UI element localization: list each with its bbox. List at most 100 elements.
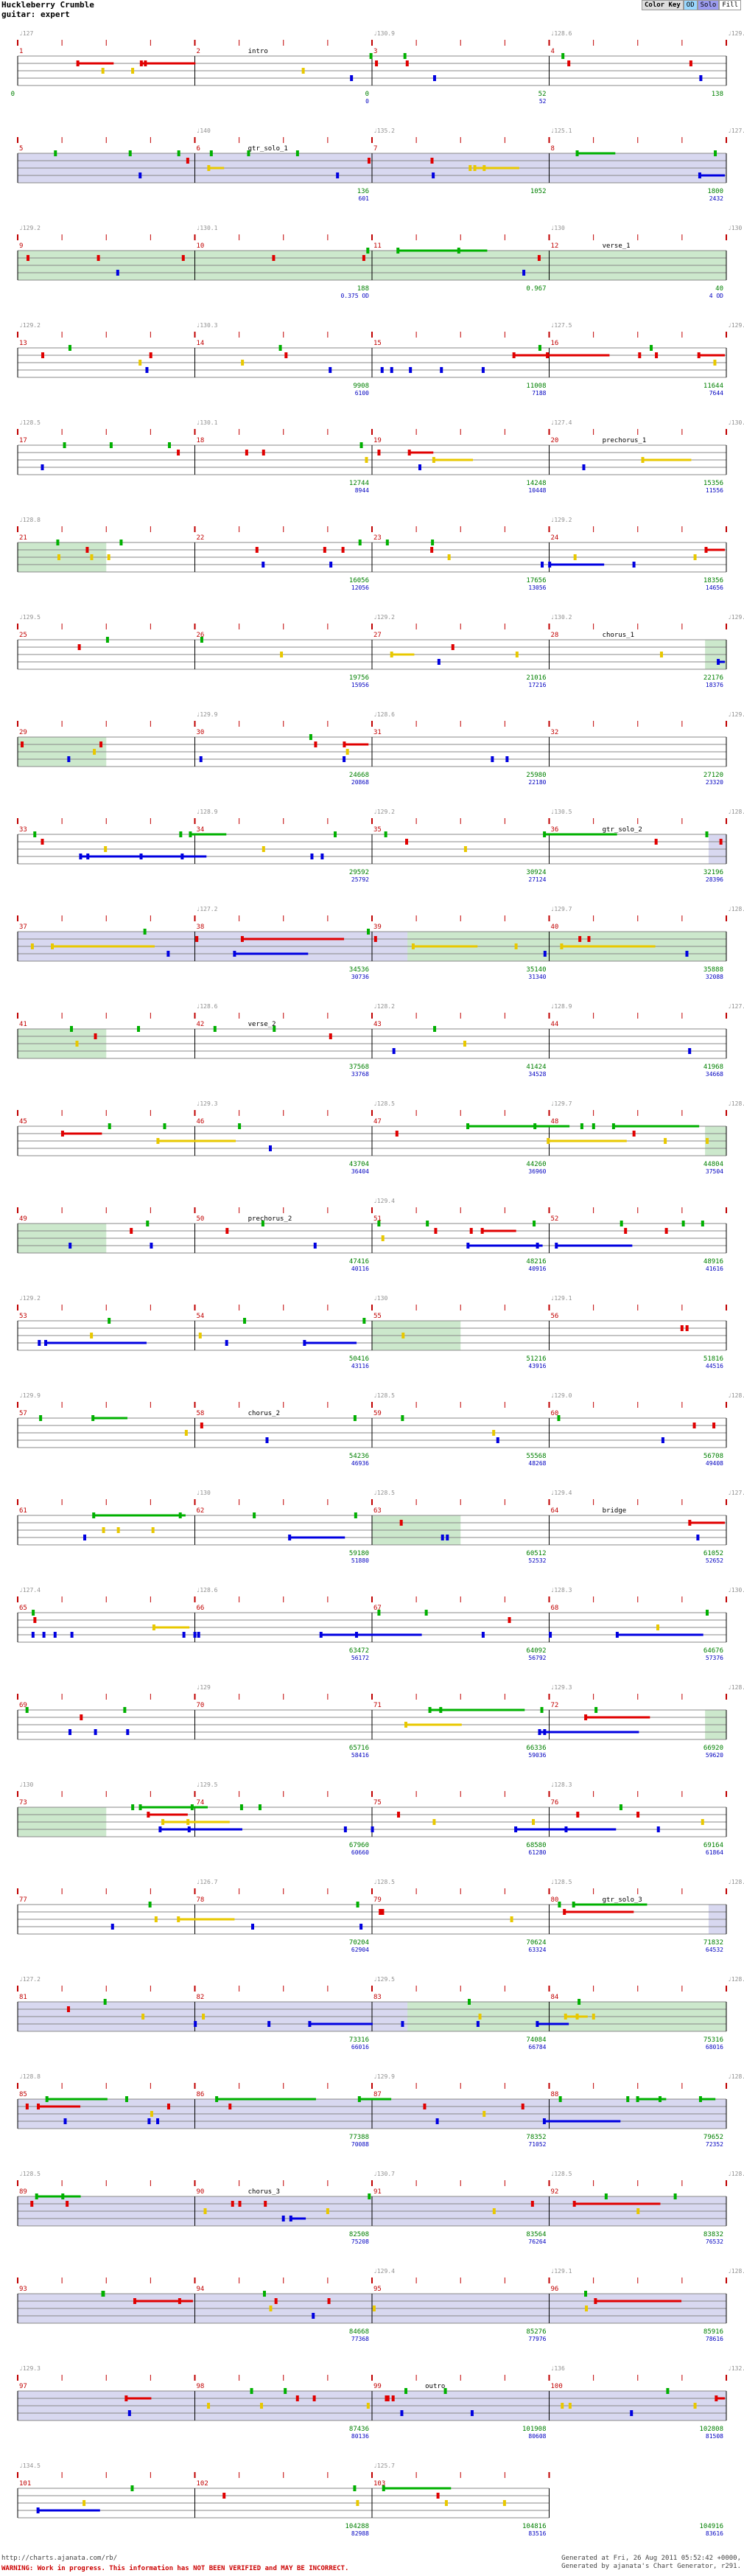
note — [126, 1729, 130, 1735]
note — [650, 345, 653, 351]
note — [329, 562, 333, 568]
measure-number: 65 — [19, 1605, 27, 1612]
score-value: 14248 — [526, 480, 546, 487]
score-value: 16056 — [349, 577, 369, 584]
tempo-marker: ♩140 — [197, 128, 211, 134]
score-value: 67960 — [349, 1842, 369, 1849]
tempo-marker: ♩129.5 — [197, 1781, 218, 1788]
note — [69, 1243, 72, 1249]
tempo-marker: ♩130.1 — [197, 225, 218, 231]
sub-score: 82988 — [351, 2530, 369, 2537]
note — [543, 951, 547, 957]
note — [508, 1617, 511, 1623]
tempo-marker: ♩130 — [197, 1490, 211, 1496]
sub-score: 33768 — [351, 1071, 369, 1078]
tempo-marker: ♩128.9 — [551, 1003, 572, 1010]
measure-number: 52 — [551, 1215, 559, 1223]
tempo-marker: ♩129.7 — [551, 1100, 572, 1107]
note — [689, 60, 692, 66]
note — [124, 2096, 128, 2102]
tempo-marker: ♩129.2 — [19, 225, 41, 231]
score-value: 34536 — [349, 966, 369, 974]
measure-number: 18 — [197, 437, 205, 444]
measure-number: 91 — [373, 2188, 382, 2196]
note — [666, 2388, 670, 2394]
note — [278, 345, 282, 351]
note — [107, 554, 110, 560]
measure-number: 62 — [197, 1507, 205, 1515]
score-value: 54236 — [349, 1453, 369, 1460]
note — [39, 1415, 43, 1421]
tempo-marker: ♩130.1 — [728, 419, 744, 426]
score-value: 51216 — [526, 1355, 546, 1363]
note — [620, 1221, 623, 1226]
footer-url[interactable]: http://charts.ajanata.com/rb/ — [1, 2555, 118, 2562]
note — [400, 2410, 404, 2416]
note — [532, 1819, 536, 1825]
measure-number: 100 — [551, 2383, 563, 2390]
sub-score: 12056 — [351, 584, 369, 591]
note — [167, 442, 171, 448]
note — [66, 2006, 70, 2012]
measure-number: 29 — [19, 729, 27, 736]
tempo-marker: ♩136 — [551, 2365, 565, 2372]
sub-score: 60660 — [351, 1849, 369, 1856]
measure-number: 89 — [19, 2188, 27, 2196]
note — [492, 1430, 496, 1436]
measure-number: 99 — [373, 2383, 382, 2390]
measure-number: 90 — [197, 2188, 205, 2196]
note — [32, 1610, 35, 1616]
note — [578, 1999, 581, 2005]
tempo-marker: ♩130 — [728, 225, 742, 231]
note — [83, 2500, 86, 2506]
tempo-marker: ♩130 — [551, 225, 565, 231]
tempo-marker: ♩125.7 — [373, 2462, 395, 2469]
note — [457, 248, 460, 254]
note — [626, 2096, 630, 2102]
section-label: gtr_solo_1 — [248, 145, 288, 153]
measure-number: 96 — [551, 2286, 559, 2293]
score-value: 70624 — [526, 1939, 546, 1947]
footer: http://charts.ajanata.com/rb/ WARNING: W… — [0, 2552, 744, 2576]
note — [446, 1535, 449, 1540]
section-label: chorus_1 — [603, 632, 634, 639]
note — [222, 2493, 226, 2499]
section-label: chorus_3 — [248, 2188, 280, 2196]
note — [437, 659, 441, 665]
score-value: 73316 — [349, 2036, 369, 2044]
note — [53, 1632, 57, 1638]
note — [198, 1333, 202, 1338]
note — [33, 1617, 37, 1623]
note — [381, 1235, 385, 1241]
note — [200, 637, 203, 643]
tempo-marker: ♩128.6 — [373, 711, 395, 718]
note — [353, 1415, 357, 1421]
score-value: 30924 — [526, 869, 546, 876]
note — [397, 1812, 401, 1818]
note — [131, 68, 135, 74]
measure-number: 17 — [19, 437, 27, 444]
note — [284, 352, 288, 358]
score-value: 35888 — [703, 966, 723, 974]
score-value: 0.967 — [526, 285, 546, 293]
note — [386, 2395, 390, 2401]
note — [443, 2388, 447, 2394]
sub-score: 37504 — [706, 1168, 723, 1175]
note — [329, 367, 332, 373]
sub-score: 59036 — [528, 1752, 546, 1759]
tempo-marker: ♩130.1 — [197, 419, 218, 426]
tempo-marker: ♩128.6 — [728, 809, 744, 815]
note — [320, 854, 324, 859]
note — [262, 562, 265, 568]
note — [301, 68, 305, 74]
note — [502, 2500, 506, 2506]
measure-number: 97 — [19, 2383, 27, 2390]
note — [530, 2201, 534, 2207]
tempo-marker: ♩128.3 — [551, 1587, 572, 1594]
note — [430, 158, 434, 164]
note — [323, 547, 326, 553]
section-label: outro — [425, 2383, 445, 2390]
sub-score: 17216 — [528, 682, 546, 688]
note — [604, 2193, 608, 2199]
note — [705, 831, 709, 837]
